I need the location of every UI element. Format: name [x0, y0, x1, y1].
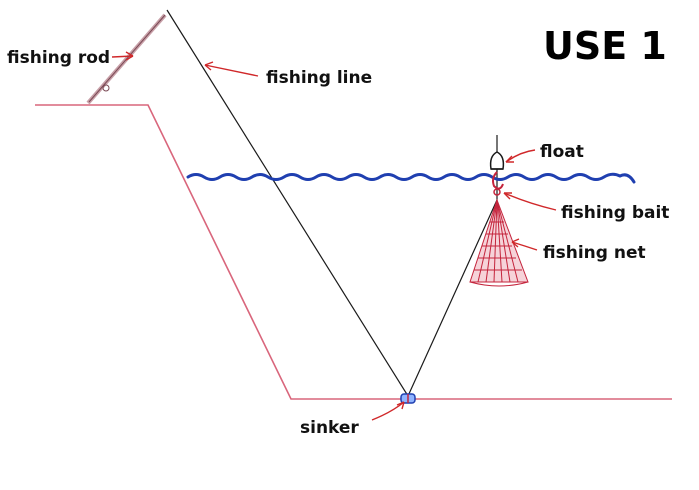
- label-sinker: sinker: [300, 418, 359, 438]
- rod-pointer: [111, 55, 134, 58]
- float-icon: [489, 151, 505, 170]
- water-surface: [186, 172, 636, 184]
- fishing-net-icon: [469, 198, 529, 287]
- label-float: float: [540, 142, 584, 162]
- bank-profile: [35, 104, 672, 400]
- bait-pointer: [503, 192, 557, 211]
- label-pointers: [111, 51, 557, 421]
- label-fishing-net: fishing net: [543, 243, 646, 263]
- float-pointer: [505, 149, 536, 163]
- line-pointer: [204, 64, 259, 77]
- bait-hook-icon: [492, 171, 504, 196]
- label-fishing-bait: fishing bait: [561, 203, 669, 223]
- net-pointer: [511, 241, 538, 251]
- sinker-icon: [400, 393, 416, 404]
- diagram-title: USE 1: [543, 24, 667, 68]
- label-fishing-line: fishing line: [266, 68, 372, 88]
- label-fishing-rod: fishing rod: [7, 48, 110, 68]
